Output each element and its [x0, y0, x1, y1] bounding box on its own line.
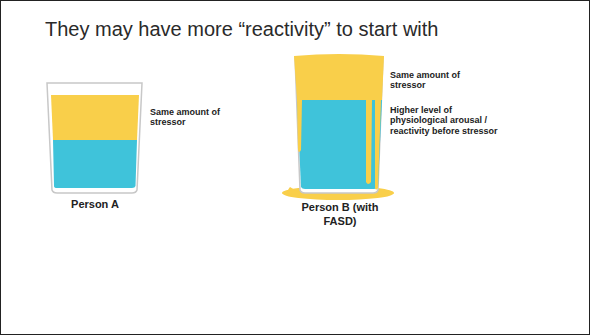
overflow-drip: [297, 100, 302, 152]
stressor-liquid: [294, 54, 384, 100]
overflow-drip: [366, 100, 372, 184]
stressor-liquid: [51, 95, 139, 140]
baseline-liquid: [297, 100, 382, 189]
glass-a: [47, 83, 142, 193]
person-label: Person B (with FASD): [285, 201, 395, 229]
baseline-liquid: [53, 140, 137, 188]
stressor-note: Same amount of stressor: [390, 70, 462, 91]
arousal-note: Higher level of physiological arousal / …: [390, 105, 508, 136]
glass-outline: [47, 83, 142, 193]
glass-b: [282, 54, 394, 200]
slide-title: They may have more “reactivity” to start…: [45, 18, 438, 41]
person-label: Person A: [40, 198, 150, 212]
overflow-drip: [375, 100, 381, 190]
stressor-note: Same amount of stressor: [150, 107, 222, 128]
